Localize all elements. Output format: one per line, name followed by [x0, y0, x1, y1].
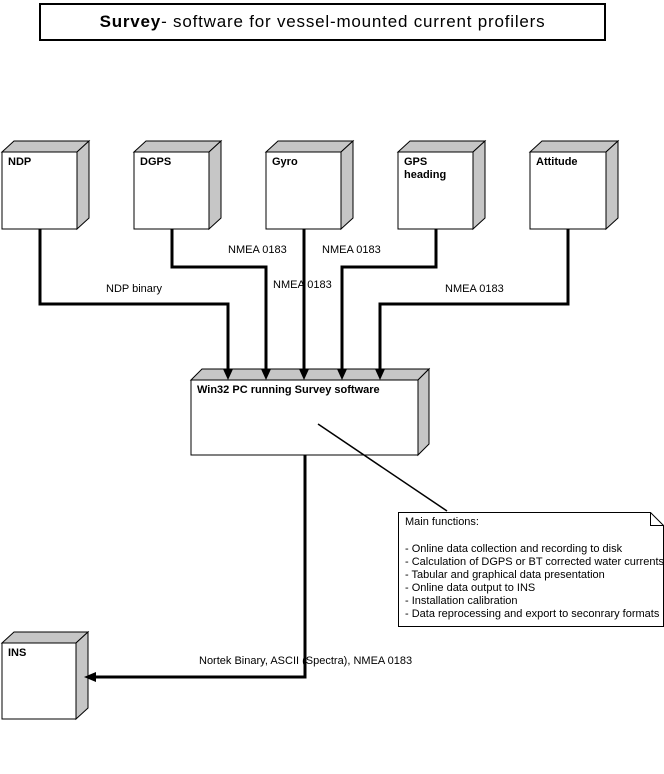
- note-item: - Installation calibration: [405, 595, 518, 607]
- gps-heading-arrowhead: [337, 369, 347, 380]
- gyro-box-label: Gyro: [272, 156, 298, 168]
- ndp-arrowhead: [223, 369, 233, 380]
- note-list: - Online data collection and recording t…: [405, 543, 664, 621]
- attitude-box-label: Attitude: [536, 156, 578, 168]
- dgps-box: [132, 139, 223, 231]
- gyro-connection-label: NMEA 0183: [273, 279, 332, 291]
- ndp-connection-label: NDP binary: [106, 283, 163, 295]
- ins-box: [0, 630, 90, 721]
- attitude-box: [528, 139, 620, 231]
- note-item: - Data reprocessing and export to seconr…: [405, 608, 660, 620]
- gps-heading-box: [396, 139, 487, 231]
- pc-box: [189, 367, 431, 457]
- gyro-box: [264, 139, 355, 231]
- note-item: - Online data output to INS: [405, 582, 536, 594]
- note-item: - Calculation of DGPS or BT corrected wa…: [405, 556, 664, 568]
- arrowheads: [84, 369, 385, 682]
- note-item: - Tabular and graphical data presentatio…: [405, 569, 605, 581]
- gps-heading-box-label: GPS heading: [404, 156, 447, 181]
- attitude-arrowhead: [375, 369, 385, 380]
- attitude-to-pc-line: [378, 229, 570, 370]
- output-connection-label: Nortek Binary, ASCII (Spectra), NMEA 018…: [199, 655, 413, 667]
- gyro-arrowhead: [299, 369, 309, 380]
- dgps-connection-label: NMEA 0183: [228, 244, 287, 256]
- title-box: Survey- software for vessel-mounted curr…: [39, 3, 606, 41]
- ins-arrowhead: [84, 672, 96, 682]
- ndp-box: [0, 139, 91, 231]
- ins-box-label: INS: [8, 647, 27, 659]
- dgps-arrowhead: [261, 369, 271, 380]
- pc-box-label: Win32 PC running Survey software: [197, 384, 380, 396]
- note-title: Main functions:: [405, 516, 479, 528]
- ndp-to-pc-line: [38, 229, 230, 370]
- gps-heading-to-pc-line: [340, 229, 438, 370]
- connection-lines: [38, 229, 570, 679]
- note-item: - Online data collection and recording t…: [405, 543, 623, 555]
- title-text: Survey- software for vessel-mounted curr…: [100, 12, 546, 32]
- title-rest: - software for vessel-mounted current pr…: [161, 12, 546, 31]
- gps-heading-connection-label: NMEA 0183: [322, 244, 381, 256]
- note-fold-corner: [650, 512, 664, 526]
- dgps-to-pc-line: [170, 229, 268, 370]
- ndp-box-label: NDP: [8, 156, 32, 168]
- title-brand: Survey: [99, 12, 162, 31]
- note-pointer-line: [317, 423, 448, 512]
- dgps-box-label: DGPS: [140, 156, 172, 168]
- pc-to-ins-line: [96, 455, 307, 679]
- attitude-connection-label: NMEA 0183: [445, 283, 504, 295]
